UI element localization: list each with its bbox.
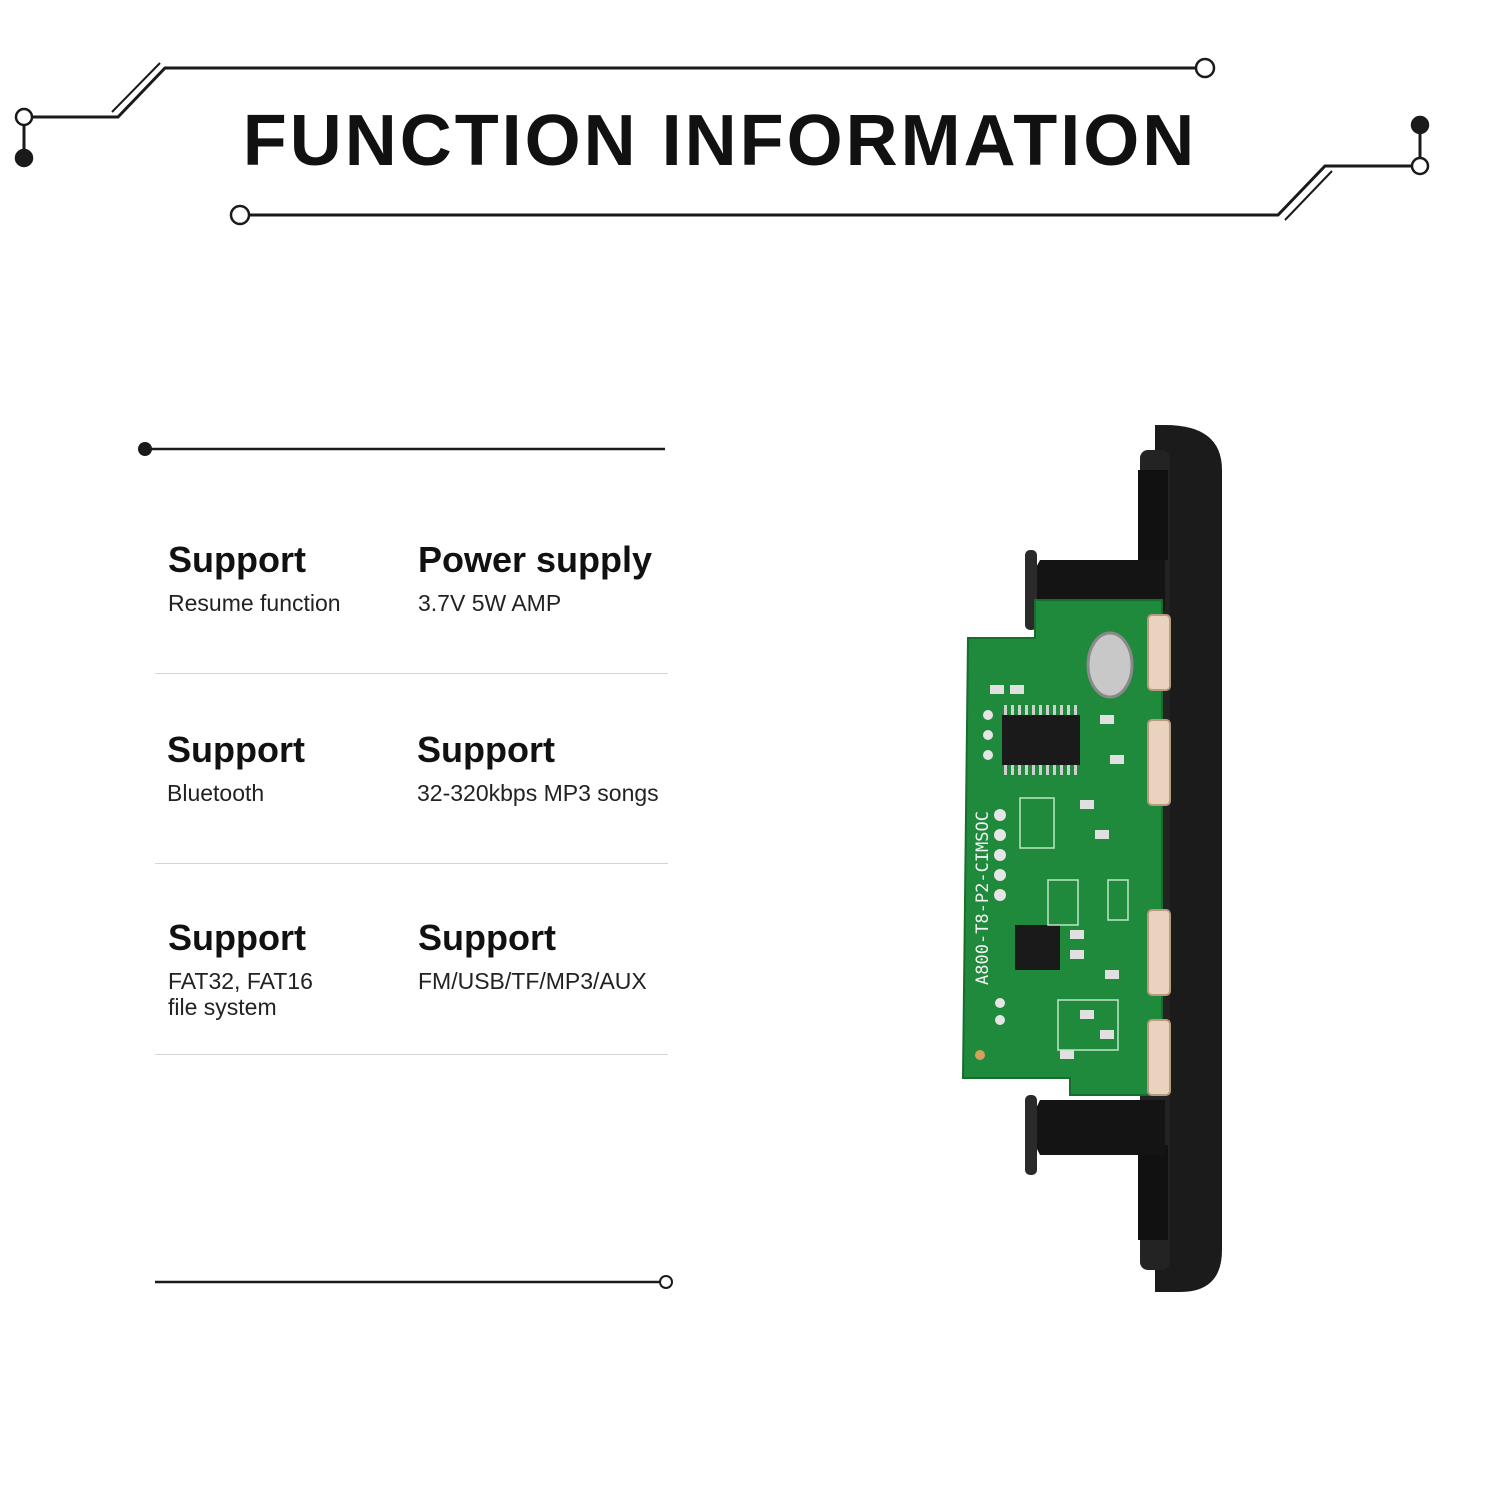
feature-detail: Resume function: [168, 590, 341, 616]
feature-detail: 3.7V 5W AMP: [418, 590, 562, 616]
board-silkscreen-label: A800-T8-P2-CIMSOC: [973, 811, 993, 985]
feature-modes: Support FM/USB/TF/MP3/AUX: [418, 917, 668, 995]
feature-heading: Support: [168, 917, 306, 958]
feature-detail: FAT32, FAT16 file system: [168, 968, 313, 1020]
feature-bluetooth: Support Bluetooth: [167, 729, 417, 807]
feature-resume: Support Resume function: [168, 539, 418, 617]
feature-detail: FM/USB/TF/MP3/AUX: [418, 968, 647, 994]
feature-detail: 32-320kbps MP3 songs: [417, 780, 659, 806]
feature-heading: Support: [417, 729, 555, 770]
feature-heading: Support: [418, 917, 556, 958]
feature-heading: Power supply: [418, 539, 653, 580]
feature-power-supply: Power supply 3.7V 5W AMP: [418, 539, 668, 617]
feature-detail: Bluetooth: [167, 780, 265, 806]
feature-file-system: Support FAT32, FAT16 file system: [168, 917, 418, 1021]
feature-heading: Support: [168, 539, 306, 580]
feature-heading: Support: [167, 729, 305, 770]
divider: [155, 673, 668, 674]
divider: [155, 1054, 668, 1055]
divider: [155, 863, 668, 864]
page-title: FUNCTION INFORMATION: [242, 101, 1198, 181]
mp3-decoder-board-illustration: A800-T8-P2-CIMSOC: [961, 425, 1222, 1292]
feature-mp3-bitrate: Support 32-320kbps MP3 songs: [417, 729, 667, 807]
